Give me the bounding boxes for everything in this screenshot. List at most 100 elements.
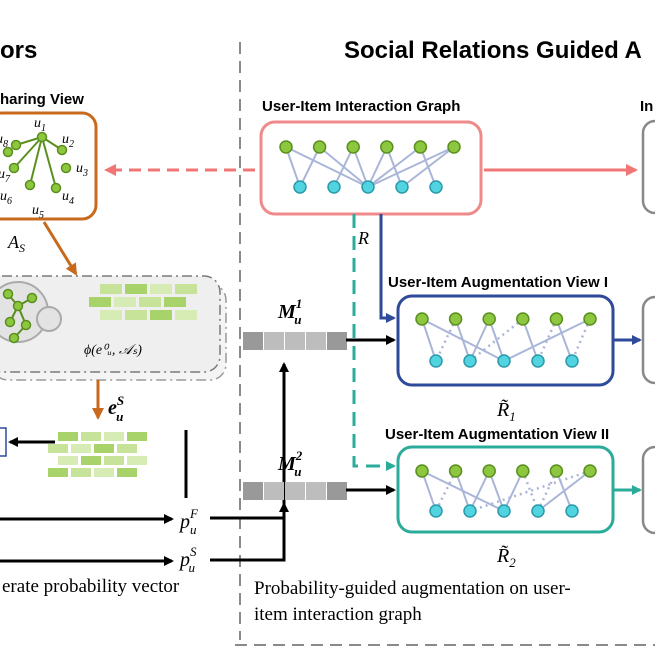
embedding-block (127, 456, 147, 465)
user-node (516, 464, 530, 478)
encoder-graph-circle-small (36, 306, 62, 332)
embedding-block (71, 444, 91, 453)
encoder-mini-graph (2, 288, 38, 344)
embedding-block (175, 310, 197, 320)
user-node (346, 140, 360, 154)
embedding-block (94, 444, 114, 453)
interaction-edge (469, 318, 491, 362)
encoder-formula: ϕ(e⁰ᵤ, 𝒜ₛ) (84, 343, 142, 358)
social-node-label: u8 (0, 132, 8, 150)
interaction-truncated-title: In (640, 98, 653, 115)
embedding-block (164, 297, 186, 307)
interaction-edge (488, 318, 505, 362)
mask-cell (306, 332, 326, 350)
aug-view-1-graph (415, 312, 597, 368)
social-node (36, 131, 48, 143)
interaction-edge (285, 146, 301, 188)
dropped-edge (521, 470, 540, 512)
item-node (293, 180, 307, 194)
social-node-label: u3 (76, 161, 88, 179)
social-node-label: u6 (0, 189, 12, 207)
mask-vector-2 (243, 482, 347, 500)
embedding-block (89, 297, 111, 307)
teal-dashed-arrow-to-aug2 (352, 214, 396, 471)
embedding-block (100, 310, 122, 320)
encoder-embedding-blocks (89, 284, 197, 320)
social-graph-box (0, 111, 98, 221)
dropped-edge (434, 318, 457, 362)
embedding-block (127, 432, 147, 441)
interaction-edge (503, 318, 591, 362)
R-label: R (357, 228, 369, 248)
orange-arrow-to-encoder (42, 221, 78, 276)
social-node-label: u2 (62, 132, 74, 150)
interaction-edge (454, 470, 471, 512)
embedding-block (104, 456, 124, 465)
mask-cell (264, 482, 284, 500)
social-node (60, 162, 72, 174)
embedding-block (58, 432, 78, 441)
truncated-left-element (0, 427, 7, 457)
embedding-block (94, 468, 114, 477)
social-node-label: u4 (62, 189, 74, 207)
dropped-edge (536, 470, 558, 512)
user-node (415, 312, 429, 326)
user-node (312, 140, 327, 154)
embedding-block (81, 432, 101, 441)
embedding-block (100, 284, 122, 294)
mask-cell (327, 332, 347, 350)
embedding-block (150, 284, 172, 294)
user-node (482, 312, 496, 326)
embedding-block (125, 284, 147, 294)
embedding-block (125, 310, 147, 320)
social-node (2, 146, 14, 158)
bottom-caption-line-1: Probability-guided augmentation on user- (254, 578, 571, 599)
R1-label: R̃1 (496, 398, 516, 424)
truncated-right-box-bottom (641, 445, 655, 535)
mask-cell (285, 482, 305, 500)
user-node (549, 312, 564, 326)
social-node-label: u1 (34, 116, 46, 134)
mask-cell (243, 482, 263, 500)
interaction-edge (299, 146, 321, 188)
truncated-right-box-mid (641, 295, 655, 385)
embedding-block (114, 297, 136, 307)
embedding-block (81, 456, 101, 465)
item-node (531, 354, 545, 368)
arrow-pS-to-M2 (210, 502, 289, 562)
social-node (8, 162, 20, 174)
R2-label: R̃2 (496, 544, 516, 570)
embedding-block (58, 456, 78, 465)
interaction-edge (285, 146, 369, 188)
user-node (482, 464, 496, 478)
interaction-edge (367, 146, 422, 188)
social-node-label: u7 (0, 167, 11, 185)
item-node (565, 354, 579, 368)
interaction-graph (279, 140, 461, 194)
header-right: Social Relations Guided A (344, 37, 642, 64)
item-node (429, 354, 443, 368)
mask-cell (243, 332, 263, 350)
user-node (447, 140, 461, 154)
interaction-graph-title: User-Item Interaction Graph (262, 98, 460, 115)
social-node-label: u5 (32, 203, 44, 221)
item-node (463, 354, 477, 368)
social-node (10, 139, 22, 151)
embedding-block (104, 432, 124, 441)
user-node (448, 464, 463, 478)
mask-cell (306, 482, 326, 500)
user-node (279, 140, 293, 154)
user-node (583, 464, 597, 478)
interaction-edge (488, 470, 505, 512)
user-node (380, 140, 394, 154)
embedding-block (139, 297, 161, 307)
interaction-edge (421, 470, 437, 512)
aug-view-1-title: User-Item Augmentation View I (388, 274, 608, 291)
item-node (395, 180, 409, 194)
item-node (361, 180, 375, 194)
